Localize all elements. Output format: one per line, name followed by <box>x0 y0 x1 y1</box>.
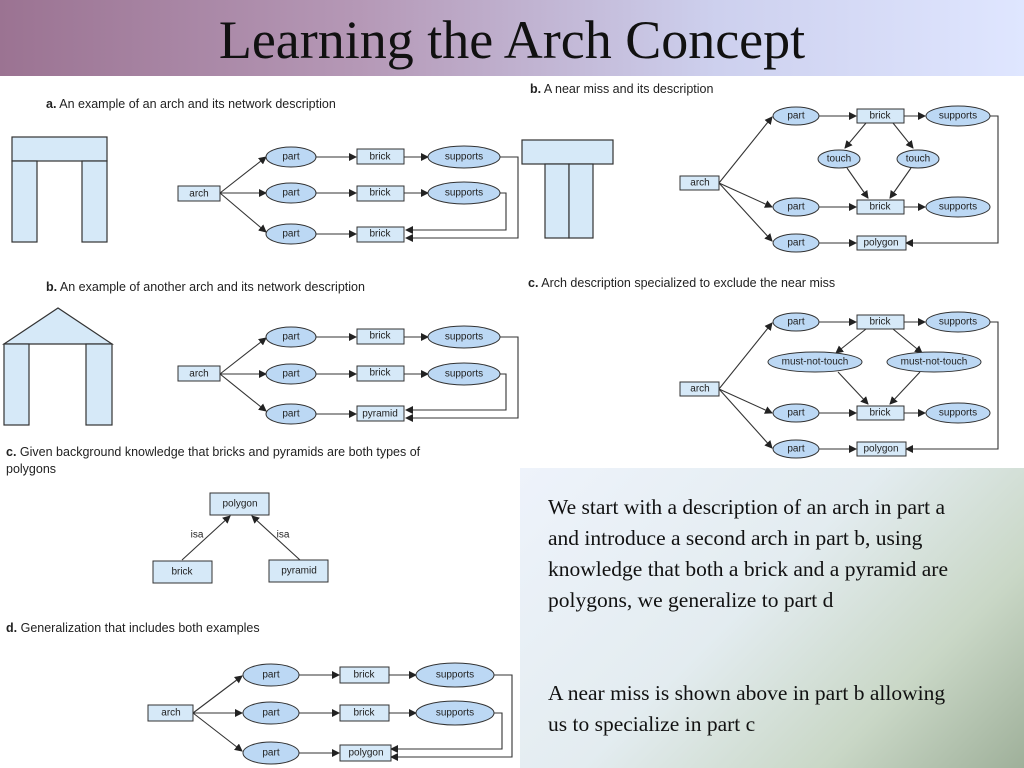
caption-c-left-line1: c. Given background knowledge that brick… <box>6 445 421 459</box>
notes-panel <box>520 468 1024 768</box>
arch-drawing-a <box>11 136 108 243</box>
node-label: supports <box>445 332 483 343</box>
edge-label: isa <box>191 530 204 541</box>
node-label: supports <box>436 708 474 719</box>
node-label: supports <box>445 188 483 199</box>
node-label: brick <box>171 567 193 578</box>
edge-label: isa <box>277 530 290 541</box>
network-specialized: arch part part part brick brick polygon … <box>679 311 999 459</box>
node-label: supports <box>445 152 483 163</box>
node-label: supports <box>939 202 977 213</box>
node-label: part <box>787 408 804 419</box>
node-label: part <box>787 202 804 213</box>
node-label: part <box>787 111 804 122</box>
node-label: touch <box>827 154 851 165</box>
node-label: arch <box>189 369 208 380</box>
node-label: part <box>282 409 299 420</box>
node-label: polygon <box>222 499 257 510</box>
arch-drawing-b <box>2 307 114 426</box>
network-d: arch part part part brick brick polygon … <box>147 662 513 765</box>
node-label: pyramid <box>281 566 317 577</box>
node-label: part <box>262 670 279 681</box>
note-paragraph-1: We start with a description of an arch i… <box>548 495 948 612</box>
node-label: brick <box>353 708 375 719</box>
node-label: polygon <box>863 444 898 455</box>
node-label: arch <box>189 189 208 200</box>
caption-b-right: b. A near miss and its description <box>530 82 713 96</box>
node-label: part <box>282 188 299 199</box>
network-a: arch part part part brick brick brick su… <box>177 145 519 245</box>
node-label: part <box>262 708 279 719</box>
caption-c-left-line2: polygons <box>6 462 56 476</box>
note-paragraph-2: A near miss is shown above in part b all… <box>548 681 946 736</box>
node-label: part <box>282 332 299 343</box>
node-label: part <box>282 229 299 240</box>
node-label: part <box>787 444 804 455</box>
node-label: part <box>262 748 279 759</box>
node-label: supports <box>436 670 474 681</box>
node-label: brick <box>369 188 391 199</box>
isa-hierarchy: polygon brick pyramid isa isa <box>152 492 329 584</box>
node-label: brick <box>869 111 891 122</box>
node-label: supports <box>445 369 483 380</box>
node-label: supports <box>939 408 977 419</box>
node-label: part <box>787 317 804 328</box>
caption-d: d. Generalization that includes both exa… <box>6 621 260 635</box>
node-label: arch <box>690 178 709 189</box>
title-bar <box>0 0 1024 76</box>
node-label: arch <box>161 708 180 719</box>
node-label: touch <box>906 154 930 165</box>
node-label: supports <box>939 317 977 328</box>
node-label: brick <box>869 408 891 419</box>
node-label: polygon <box>863 238 898 249</box>
node-label: must-not-touch <box>901 357 968 368</box>
caption-c-right: c. Arch description specialized to exclu… <box>528 276 835 290</box>
node-label: arch <box>690 384 709 395</box>
node-label: part <box>282 152 299 163</box>
node-label: brick <box>869 202 891 213</box>
caption-a: a. An example of an arch and its network… <box>46 97 336 111</box>
network-b-left: arch part part part brick brick pyramid … <box>177 325 519 425</box>
node-label: brick <box>353 670 375 681</box>
node-label: supports <box>939 111 977 122</box>
node-label: brick <box>369 331 391 342</box>
node-label: part <box>282 369 299 380</box>
slide-title: Learning the Arch Concept <box>218 10 806 70</box>
node-label: polygon <box>348 748 383 759</box>
near-miss-drawing <box>521 139 614 239</box>
node-label: brick <box>369 152 391 163</box>
arch-diagram: a. An example of an arch and its network… <box>2 82 999 765</box>
node-label: must-not-touch <box>782 357 849 368</box>
node-label: part <box>787 238 804 249</box>
node-label: brick <box>369 229 391 240</box>
node-label: brick <box>369 368 391 379</box>
node-label: brick <box>869 317 891 328</box>
network-near-miss: arch part part part brick brick polygon … <box>679 105 999 253</box>
node-label: pyramid <box>362 409 398 420</box>
caption-b-left: b. An example of another arch and its ne… <box>46 280 365 294</box>
